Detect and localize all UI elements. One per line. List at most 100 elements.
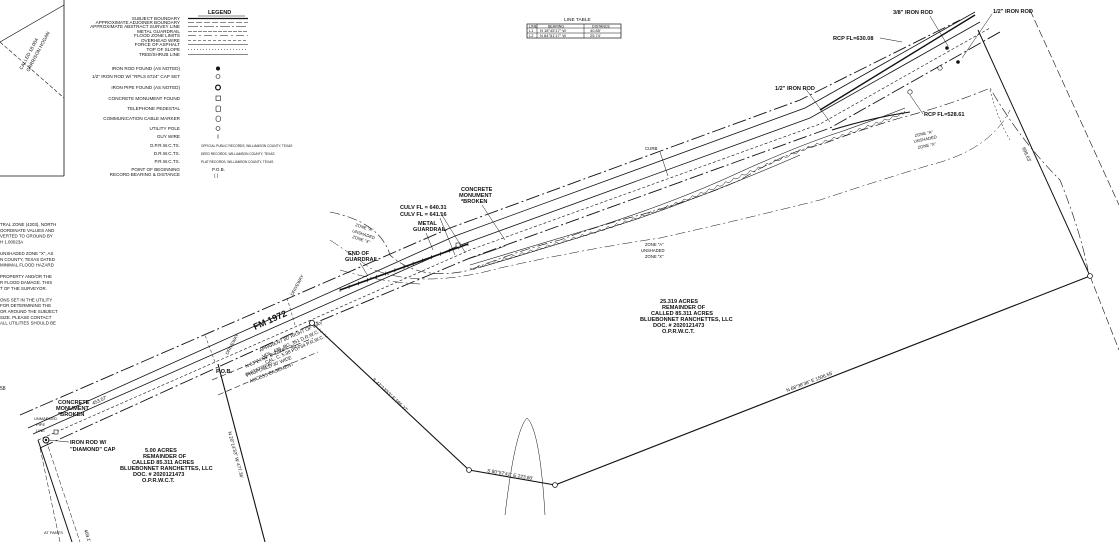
iron-rod-diamond-label-line1: IRON ROD W/ [70, 440, 107, 446]
left-margin-label: 58 [0, 386, 6, 392]
unmarked-pipe-line-3: LINE [36, 428, 45, 433]
legend-item-label: UTILITY POLE [149, 126, 180, 131]
iron-rod-set-icon [552, 482, 558, 488]
main-tract-label: 25.319 ACRES REMAINDER OF CALLED 85.311 … [640, 299, 733, 335]
small-tract-called: CALLED 85.311 ACRES [132, 460, 194, 466]
zone-a-2-line3: ZONE "X" [645, 254, 664, 259]
note-fragment: OORDINATE VALUES AND [0, 228, 54, 233]
line-table-row1-distance: 40.85' [590, 28, 601, 33]
concrete-monument-1-label-line2: MONUMENT [459, 193, 493, 199]
iron-rod-set-icon [215, 74, 221, 79]
legend-item-label: IRON PIPE FOUND (AS NOTED) [111, 85, 180, 90]
line-table-header-line: LINE [529, 24, 538, 28]
distance-80-label: 80.0 [291, 344, 301, 350]
tract-boundaries [37, 9, 1119, 542]
legend-record-abbrev: ( ) [214, 173, 219, 178]
legend-item-label: TELEPHONE PEDESTAL [127, 106, 180, 111]
legend-item-label: FORCE OF ASPHALT [135, 42, 181, 47]
rcp-fl-lower-label: RCP FL=528.61 [924, 112, 964, 118]
legend-item-label: GUY WIRE [157, 134, 180, 139]
small-tract-remainder: REMAINDER OF [143, 454, 187, 460]
zone-a-1-line3: ZONE "X" [352, 234, 372, 245]
tree-line-scallop [469, 110, 906, 270]
curb-label: CURB [645, 146, 658, 151]
note-fragment: FOR DETERMINING THE [0, 303, 51, 308]
legend-item-label: RECORD BEARING & DISTANCE [110, 172, 180, 177]
iron-rod-38-label: 3/8" IRON ROD [893, 10, 933, 16]
legend-abbrev-definition: PLAT RECORDS, WILLIAMSON COUNTY, TEXAS [201, 160, 273, 164]
small-tract-acres: 5.00 ACRES [145, 448, 177, 454]
concrete-monument-1-label-line1: CONCRETE [461, 187, 493, 193]
legend-item-label: 1/2" IRON ROD W/ "RPLS 6724" CAP SET [92, 74, 180, 79]
culvert-fl-2-label: CULV FL = 641.16 [400, 212, 447, 218]
culvert-fl-1-label: CULV FL = 640.31 [400, 205, 447, 211]
iron-rod-set-icon [1087, 273, 1093, 279]
line-table-row1-line: L1 [529, 28, 534, 33]
road-name-label: FM 1972 [252, 308, 289, 332]
note-fragment: PROPERTY AND/OR THE [0, 274, 52, 279]
note-fragment: H 1.00023A [0, 239, 23, 244]
note-fragment: N COUNTY, TEXAS DATED [0, 257, 55, 262]
iron-rod-found-icon [44, 438, 48, 442]
unmarked-pipe-line-1: UNMARKED [34, 416, 57, 421]
legend-item-label: CONCRETE MONUMENT FOUND [108, 96, 180, 101]
end-guardrail-label-line2: GUARDRAIL [345, 257, 379, 263]
line-table-row2-distance: 25.74' [590, 33, 601, 38]
monuments [42, 46, 1093, 488]
east-distance-label: 698.63' [1020, 146, 1032, 163]
concrete-monument-2-label-line2: MONUMENT [56, 406, 90, 412]
main-tract-acres: 25.319 ACRES [660, 299, 698, 305]
driveway-label-right: DRIVEWAY [289, 274, 304, 297]
line-table-header-bearing: BEARING [548, 24, 564, 28]
line-table-row2-bearing: N 84°51'17" W [540, 33, 566, 38]
concrete-monument-1-label-line3: *BROKEN [461, 199, 487, 205]
legend-item-label: P.R.W.C.TX. [155, 159, 180, 164]
line-table-header-distance: DISTANCE [592, 24, 611, 28]
legend-title: LEGEND [208, 10, 231, 16]
line-table-row2-line: L2 [529, 33, 534, 38]
iron-rod-12-mid-label: 1/2" IRON ROD [775, 86, 815, 92]
metal-guardrail-label-line2: GUARDRAIL [413, 227, 447, 233]
iron-rod-set-icon [308, 319, 315, 326]
culvert-icon [937, 65, 943, 71]
note-fragment: VERTED TO GROUND BY [0, 234, 53, 239]
legend-item-label: O.P.R.W.C.TX. [150, 143, 180, 148]
concrete-monument-2-label-line1: CONCRETE [58, 400, 90, 406]
legend-item-label: APPROXIMATE ABSTRACT SURVEY LINE [90, 24, 180, 29]
legend-item-label: SUBJECT BOUNDARY [132, 16, 180, 21]
legend-item-label: METAL GUARDRAIL [137, 29, 180, 34]
diagonal-call: S 47°13'53" E 595.27' [371, 377, 409, 413]
line-table: LINE TABLE LINE BEARING DISTANCE L1 N 18… [526, 17, 622, 39]
small-tract-doc: DOC. # 2020121473 [133, 472, 184, 478]
note-fragment: MINIMAL FLOOD HAZARD [0, 263, 54, 268]
tree-line-and-channel [464, 107, 911, 270]
iron-rod-set-icon [466, 467, 472, 473]
note-fragment: ONS SET IN THE UTILITY [0, 297, 52, 302]
cable-marker-icon [215, 115, 221, 122]
utility-pole-icon [215, 126, 221, 131]
legend-pob-abbrev: P.O.B. [212, 167, 225, 172]
end-guardrail-label-line1: END OF [348, 251, 370, 257]
note-fragment: ALL UTILITIES SHOULD BE [0, 321, 56, 326]
zone-a-2-line1: ZONE "A" [645, 242, 664, 247]
concrete-monument-icon [455, 242, 461, 248]
left-bottom-label: AT PANTS [44, 530, 63, 535]
main-tract-remainder: REMAINDER OF [662, 305, 706, 311]
main-tract-called: CALLED 85.311 ACRES [651, 311, 713, 317]
legend-item-label: IRON ROD FOUND (AS NOTED) [112, 66, 181, 71]
zone-a-3-line3: ZONE "X" [917, 141, 937, 150]
note-fragment: T OF THE SURVEYOR. [0, 286, 47, 291]
guardrail-posts [339, 242, 469, 292]
main-tract-owner: BLUEBONNET RANCHETTES, LLC [640, 317, 733, 323]
legend-abbrev-definition: OFFICIAL PUBLIC RECORDS, WILLIAMSON COUN… [201, 144, 292, 148]
zone-a-3-line2: UNSHADED [913, 134, 937, 144]
metal-guardrail-label-line1: METAL [418, 221, 437, 227]
note-fragment: OR AROUND THE SUBJECT [0, 309, 58, 314]
iron-pipe-icon [215, 84, 222, 91]
note-fragment: SIZE. PLEASE CONTACT [0, 315, 52, 320]
left-frontage-distance: 453.07' [91, 395, 108, 407]
main-tract-doc: DOC. # 2020121473 [653, 323, 704, 329]
zone-a-2-line2: UNSHADED [641, 248, 665, 253]
